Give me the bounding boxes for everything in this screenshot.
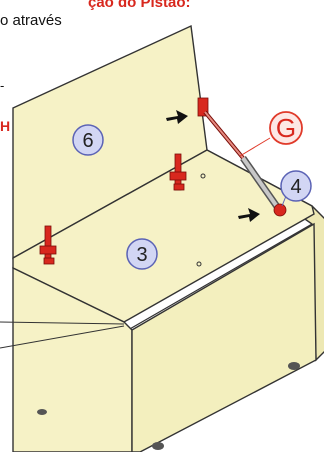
callout-label: 4 xyxy=(290,176,301,198)
wheel xyxy=(288,362,300,370)
callout-front-panel: 3 xyxy=(126,238,158,270)
left-edge-dash: - xyxy=(0,78,5,93)
wheel xyxy=(37,409,47,415)
callout-piston: G xyxy=(269,111,303,145)
gas-piston xyxy=(197,97,287,217)
instruction-text: o através xyxy=(0,12,62,29)
wheel xyxy=(152,442,164,450)
callout-label: G xyxy=(276,113,296,143)
arrow-lower xyxy=(238,208,260,222)
arrow-upper xyxy=(166,110,188,124)
callout-label: 3 xyxy=(136,244,147,266)
callout-lid-panel: 6 xyxy=(72,124,104,156)
instruction-title: ção do Pistão: xyxy=(88,0,191,11)
callout-side-part: 4 xyxy=(280,170,312,202)
callout-label: 6 xyxy=(82,130,93,152)
right-front-panel xyxy=(131,222,317,452)
hinge-left xyxy=(39,225,57,265)
left-edge-letter: H xyxy=(0,118,11,134)
hinge-middle xyxy=(169,153,187,191)
